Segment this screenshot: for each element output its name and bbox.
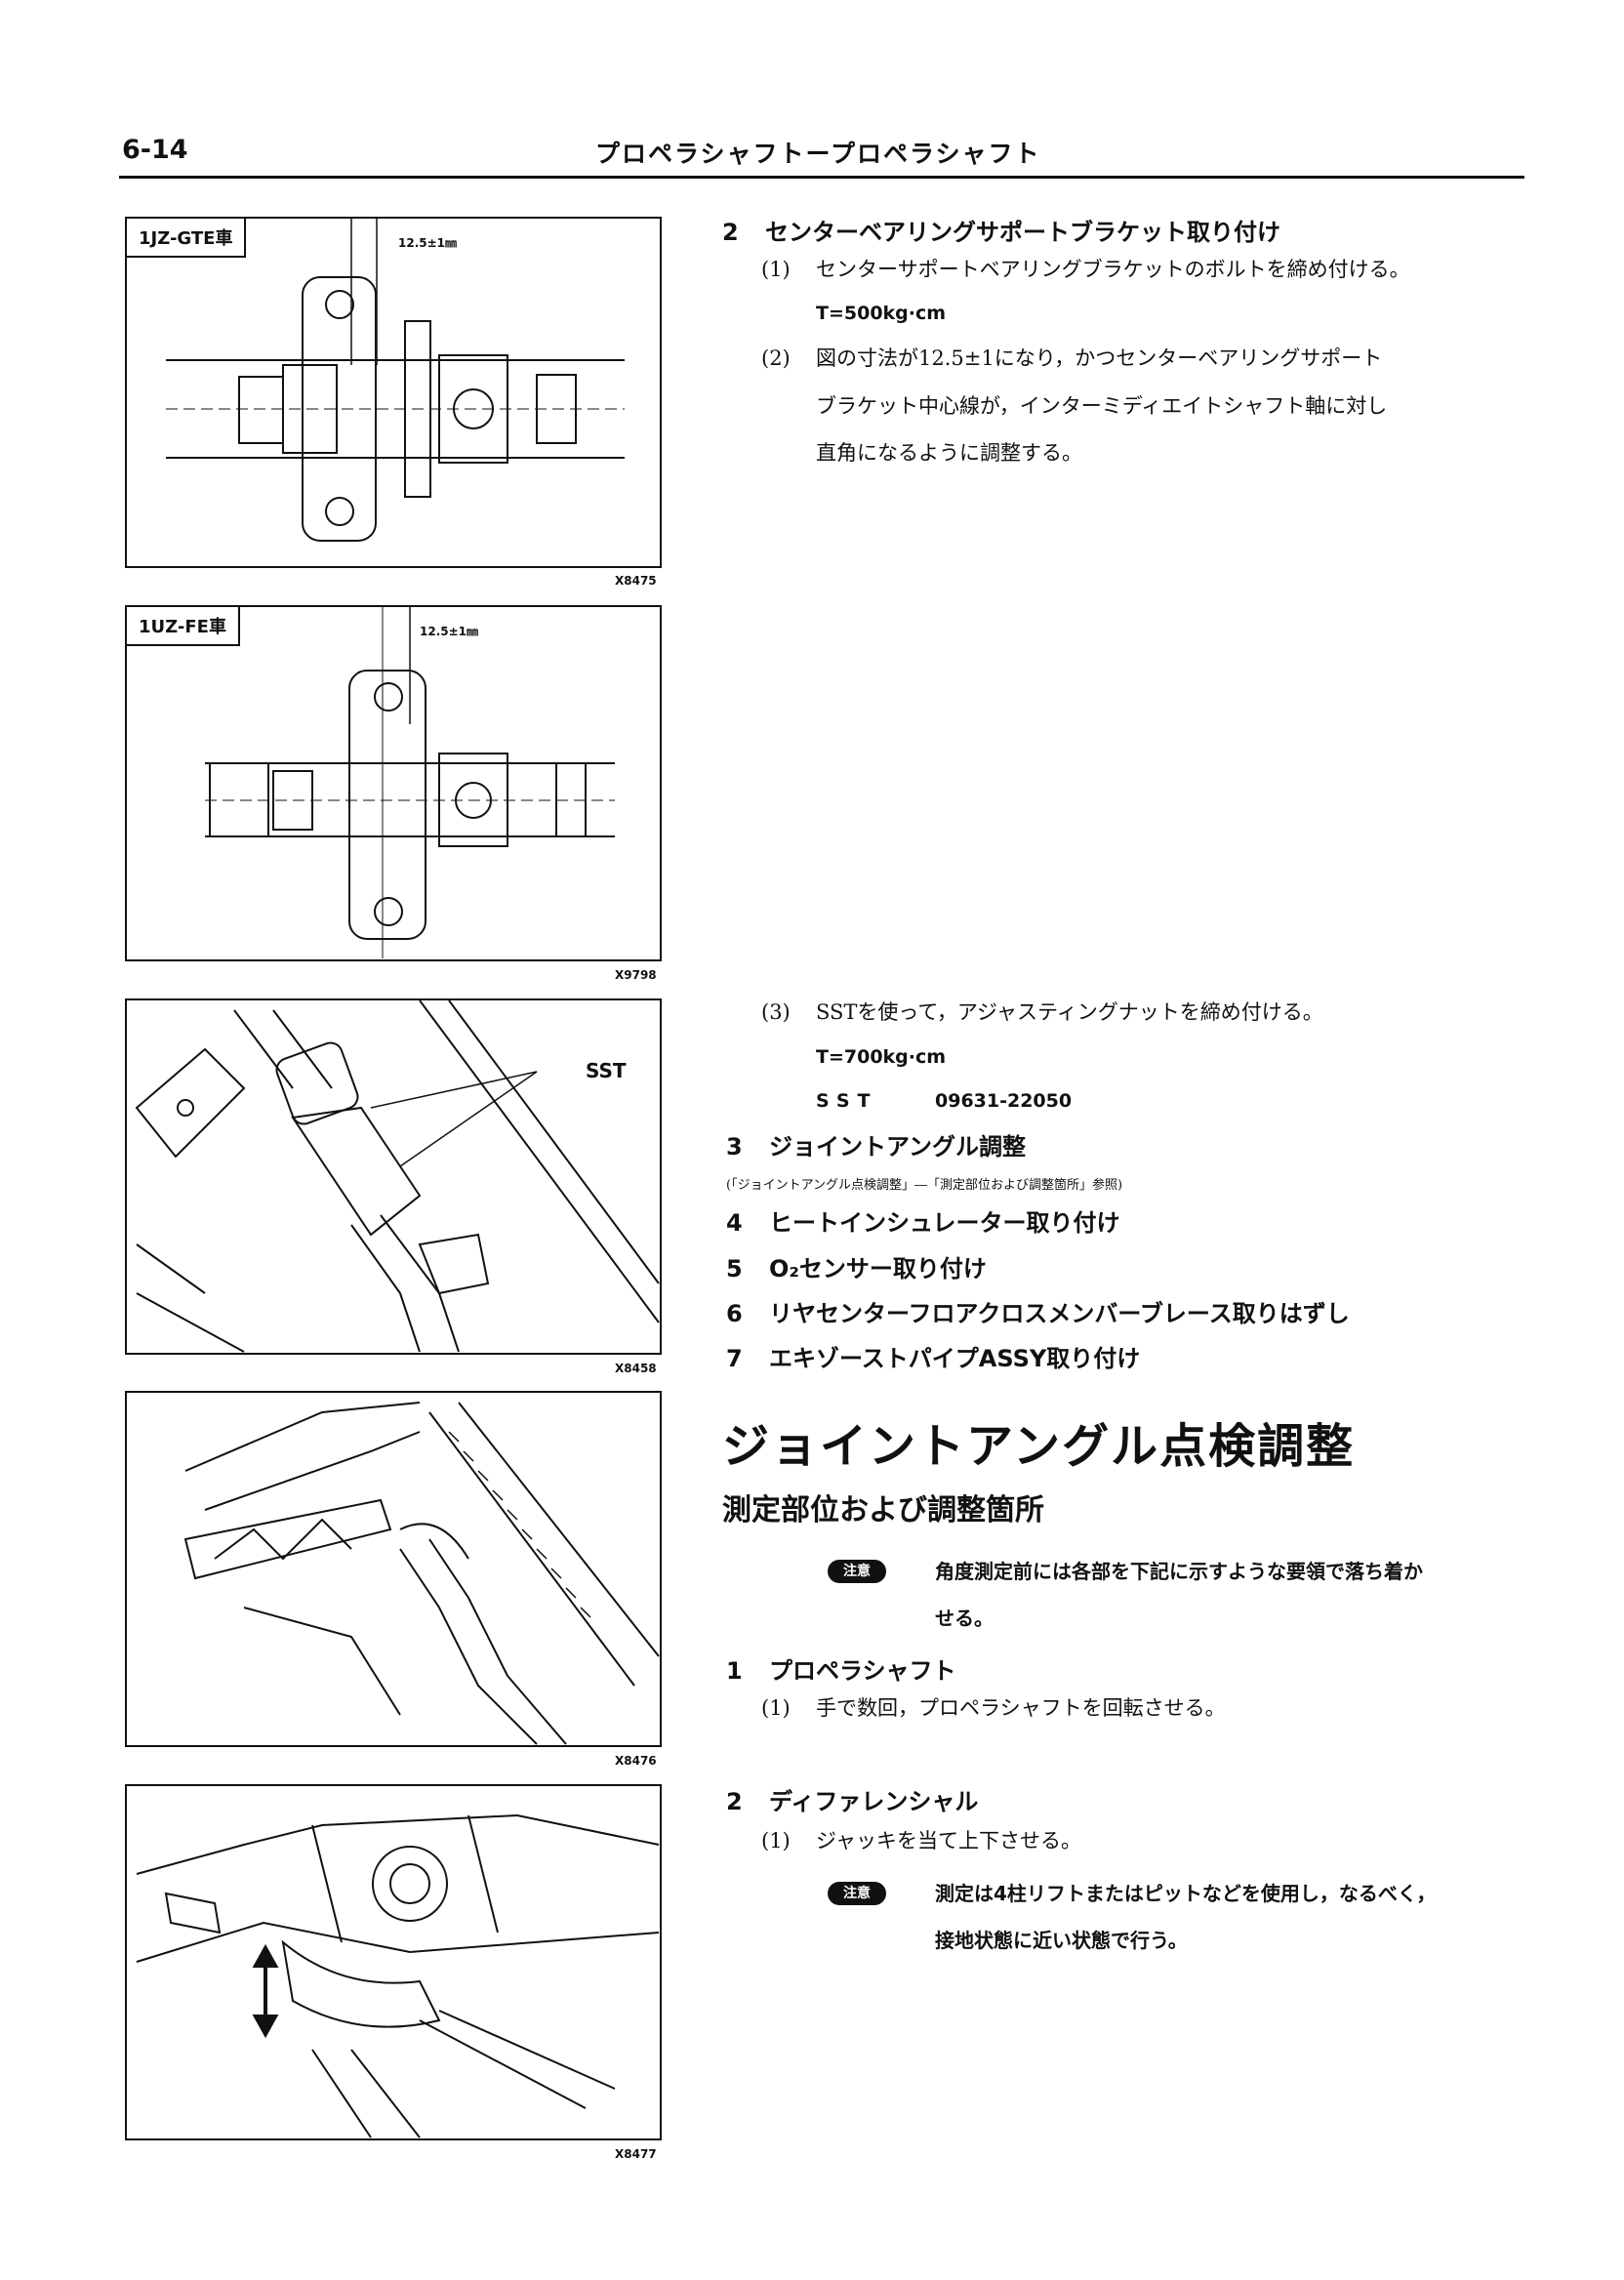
caution-2-line-2: 接地状態に近い状態で行う。 [935,1929,1188,1952]
step-2-torque-2: T=700kg·cm [816,1046,947,1068]
point-1-number: 1 [726,1657,743,1685]
step-6-title: リヤセンターフロアクロスメンバーブレース取りはずし [769,1300,1350,1327]
figure-2-label: 1UZ-FE車 [127,607,240,646]
point-1-sub: (1) 手で数回，プロペラシャフトを回転させる。 [761,1685,1226,1731]
step-2-sub-1: (1) センターサポートベアリングブラケットのボルトを締め付ける。 [761,246,1410,293]
caution-badge-1: 注意 [828,1560,886,1583]
caution-badge-2: 注意 [828,1882,886,1905]
figure-1uz-fe: 1UZ-FE車 12.5±1㎜ [125,605,662,961]
point-2-sub-text: ジャッキを当て上下させる。 [816,1829,1081,1852]
point-1-title: プロペラシャフト [769,1657,956,1685]
step-6-heading: 6 リヤセンターフロアクロスメンバーブレース取りはずし [726,1294,1350,1328]
point-1-heading: 1 プロペラシャフト [726,1651,956,1686]
figure-sst: SST [125,998,662,1355]
step-7-heading: 7 エキゾーストパイプASSY取り付け [726,1339,1140,1373]
running-title: プロペラシャフトープロペラシャフト [595,140,1041,168]
point-2-number: 2 [726,1788,743,1815]
step-2-sub-1-text: センターサポートベアリングブラケットのボルトを締め付ける。 [816,258,1410,281]
step-5-number: 5 [726,1255,743,1282]
caution-1-line-1: 角度測定前には各部を下記に示すような要領で落ち着か [935,1560,1423,1583]
point-1-sub-text: 手で数回，プロペラシャフトを回転させる。 [816,1696,1226,1720]
figure-1-code: X8475 [615,574,657,588]
step-2-sub-2-line-1: 図の寸法が12.5±1になり，かつセンターベアリングサポート [816,346,1383,370]
step-4-title: ヒートインシュレーター取り付け [769,1209,1120,1237]
step-3-heading: 3 ジョイントアングル調整 [726,1127,1026,1161]
step-2-number: 2 [722,219,739,246]
sst-callout-label: SST [586,1059,627,1082]
point-2-sub: (1) ジャッキを当て上下させる。 [761,1817,1081,1864]
point-2-sub-number: (1) [761,1829,791,1852]
section-subtitle: 測定部位および調整箇所 [722,1493,1044,1527]
step-4-number: 4 [726,1209,743,1237]
figure-propeller-rotation-drawing [183,1402,660,1745]
step-4-heading: 4 ヒートインシュレーター取り付け [726,1203,1120,1238]
step-2-title: センターベアリングサポートブラケット取り付け [765,219,1280,246]
step-2-sub-1-number: (1) [761,258,791,281]
step-2-sst-label: SST [816,1090,878,1112]
step-3-reference: (「ジョイントアングル点検調整」―「測定部位および調整箇所」参照) [726,1178,1123,1193]
figure-differential-jack [125,1784,662,2140]
step-2-sub-2-line-2: ブラケット中心線が，インターミディエイトシャフト軸に対し [816,394,1388,418]
step-2-sub-2-line-3: 直角になるように調整する。 [816,441,1082,465]
figure-4-code: X8476 [615,1754,657,1768]
figure-5-code: X8477 [615,2147,657,2161]
figure-propeller-rotation [125,1391,662,1747]
figure-1-dimension: 12.5±1㎜ [398,236,458,250]
figure-differential-jack-drawing [136,1813,660,2138]
step-2-sub-2: (2) 図の寸法が12.5±1になり，かつセンターベアリングサポート [761,335,1382,382]
caution-1-line-2: せる。 [935,1607,994,1630]
step-7-number: 7 [726,1345,743,1372]
figure-1jz-gte-drawing [166,219,625,542]
step-5-title: O₂センサー取り付け [769,1255,987,1282]
header-rule [119,176,1524,179]
figure-sst-drawing [135,1000,660,1353]
step-2-sub-2-number: (2) [761,346,791,370]
point-2-heading: 2 ディファレンシャル [726,1782,978,1816]
step-2-sub-3-number: (3) [761,1000,791,1024]
figure-1-label: 1JZ-GTE車 [127,219,247,258]
step-3-number: 3 [726,1133,743,1160]
figure-1uz-fe-drawing [205,607,615,958]
step-2-torque-1: T=500kg·cm [816,303,947,324]
step-7-title: エキゾーストパイプASSY取り付け [769,1345,1141,1372]
figure-3-code: X8458 [615,1362,657,1375]
figure-1jz-gte: 1JZ-GTE車 12.5±1㎜ [125,217,662,568]
step-6-number: 6 [726,1300,743,1327]
figure-2-code: X9798 [615,968,657,982]
point-1-sub-number: (1) [761,1696,791,1720]
step-3-title: ジョイントアングル調整 [769,1133,1027,1160]
step-2-sst-number: 09631-22050 [935,1090,1073,1112]
step-2-heading: 2 センターベアリングサポートブラケット取り付け [722,213,1280,247]
figure-2-dimension: 12.5±1㎜ [420,625,479,638]
step-5-heading: 5 O₂センサー取り付け [726,1249,987,1283]
caution-2-line-1: 測定は4柱リフトまたはピットなどを使用し，なるべく， [935,1882,1437,1905]
page-number: 6-14 [122,135,188,165]
point-2-title: ディファレンシャル [769,1788,979,1815]
step-2-sub-3-text: SSTを使って，アジャスティングナットを締め付ける。 [816,1000,1323,1024]
section-title: ジョイントアングル点検調整 [722,1419,1356,1474]
step-2-sub-3: (3) SSTを使って，アジャスティングナットを締め付ける。 [761,989,1323,1036]
